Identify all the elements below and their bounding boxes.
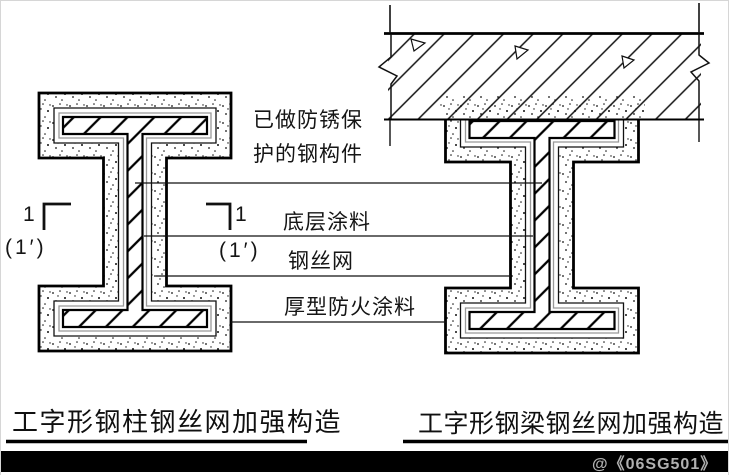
- label-protected-steel-line1: 已做防锈保: [253, 109, 363, 132]
- beam-wire-mesh-line: [459, 111, 625, 339]
- slab-aggregate-triangle: [410, 38, 427, 53]
- column-section-diagram: [37, 91, 233, 353]
- slab-aggregate-triangle: [621, 55, 636, 70]
- beam-steel-hatch: [468, 119, 616, 331]
- column-steel-hatch: [61, 115, 209, 329]
- column-coating-outline: [37, 91, 233, 353]
- label-protected-steel: 已做防锈保 护的钢构件: [253, 104, 363, 172]
- section-mark-bracket-left: [42, 202, 71, 230]
- section-number-middle: 1: [235, 203, 248, 226]
- column-wire-mesh-line: [53, 107, 217, 337]
- label-wire-mesh: 钢丝网: [288, 250, 354, 273]
- section-number-alt-left: (1′): [5, 236, 47, 259]
- label-protected-steel-line2: 护的钢构件: [253, 143, 363, 166]
- caption-column-detail: 工字形钢柱钢丝网加强构造: [12, 407, 343, 437]
- leader-lines: [135, 182, 542, 323]
- slab-break-line-left: [377, 34, 399, 119]
- watermark-atlas-number: @《06SG501》: [592, 456, 718, 473]
- label-thick-fireproof: 厚型防火涂料: [284, 296, 416, 319]
- label-base-coat: 底层涂料: [283, 211, 371, 234]
- beam-coating-outline: [444, 95, 640, 355]
- section-number-left: 1: [23, 203, 36, 226]
- section-mark-bracket-middle: [206, 202, 232, 230]
- concrete-slab: [377, 3, 711, 146]
- section-number-alt-middle: (1′): [219, 239, 261, 262]
- bottom-bar: [0, 451, 729, 472]
- caption-beam-detail: 工字形钢梁钢丝网加强构造: [418, 410, 725, 438]
- beam-base-coat-line: [464, 116, 620, 334]
- slab-stipple: [440, 96, 645, 119]
- slab-aggregate-triangle: [514, 45, 530, 61]
- beam-section-diagram: [444, 95, 640, 355]
- slab-break-line-right: [689, 34, 711, 119]
- column-base-coat-line: [58, 112, 212, 332]
